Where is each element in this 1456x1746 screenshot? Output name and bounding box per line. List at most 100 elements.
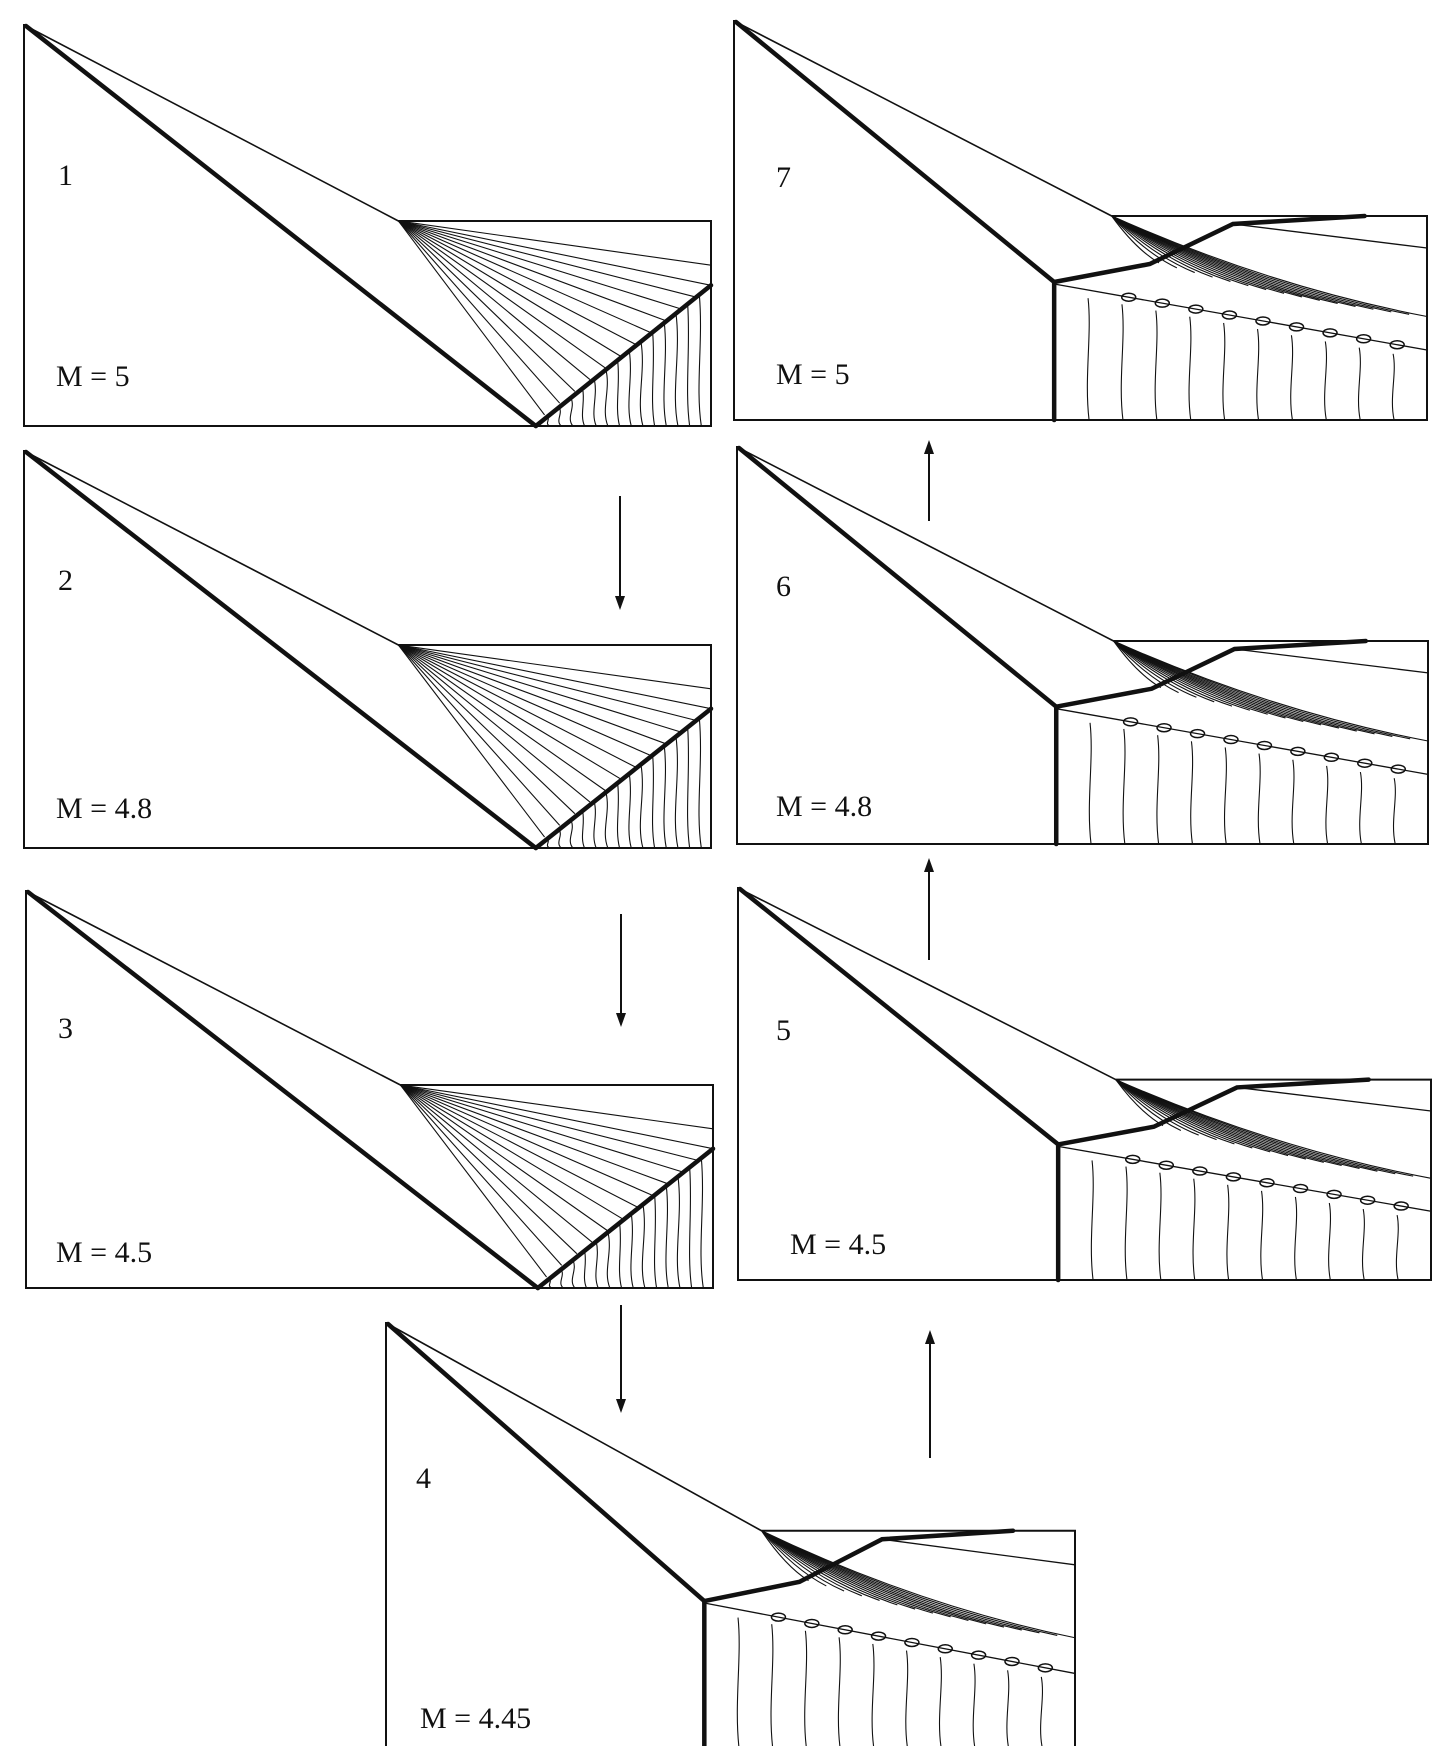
fan-line — [400, 1084, 699, 1161]
fan-line — [1111, 215, 1178, 269]
contour-line — [569, 397, 574, 427]
contour-line — [1324, 341, 1328, 421]
arrow-3-to-4 — [616, 1305, 626, 1413]
fan-line — [761, 1530, 845, 1592]
contour-line — [558, 406, 562, 427]
incident-shock — [23, 449, 539, 851]
contour-line — [616, 782, 621, 849]
contour-line — [628, 350, 632, 427]
contour-line — [583, 1250, 588, 1289]
fan-line — [400, 1084, 683, 1173]
incident-shock — [736, 445, 1059, 709]
expansion-fan — [1113, 640, 1429, 742]
wedge-surface — [25, 451, 399, 646]
contour-line — [1222, 322, 1226, 421]
fan-line — [761, 1530, 863, 1597]
contour-line — [548, 1278, 552, 1289]
mach-number-label: M = 4.8 — [56, 792, 152, 825]
contour-line — [1256, 329, 1260, 421]
contour-line — [1290, 335, 1294, 421]
vortex — [1037, 1663, 1054, 1673]
contour-line — [651, 332, 656, 427]
fan-line — [1113, 640, 1215, 703]
panel-number: 7 — [776, 161, 791, 194]
vortex — [1326, 1189, 1342, 1200]
panel-4: 4M = 4.45 — [385, 1321, 1076, 1746]
fan-line — [1113, 640, 1429, 742]
contour-line — [1294, 1196, 1298, 1281]
fan-line — [398, 220, 576, 392]
contour-line — [700, 1157, 704, 1289]
wedge-surface — [27, 891, 401, 1086]
fan-line — [1115, 1079, 1414, 1177]
panel-7: 7 M = 5 — [733, 19, 1428, 423]
panel-number: 1 — [58, 159, 73, 192]
contour-lines — [546, 717, 702, 849]
vortex — [1359, 1195, 1376, 1205]
arrow-1-to-2 — [615, 496, 625, 610]
fan-line — [1113, 640, 1179, 694]
vortex — [1290, 746, 1306, 757]
vortex — [1221, 310, 1238, 320]
vortex — [1355, 334, 1372, 344]
fan-line — [1111, 215, 1428, 318]
contour-line — [674, 313, 679, 427]
mach-number-label: M = 5 — [56, 360, 130, 393]
vortex — [1357, 758, 1373, 768]
contour-line — [560, 1269, 564, 1289]
panel-6: 6M = 4.8 — [736, 445, 1429, 847]
contour-line — [630, 1213, 634, 1289]
contour-line — [663, 745, 667, 849]
panel-2: 2M = 4.8 — [23, 449, 714, 851]
contour-line — [1325, 765, 1329, 845]
vortex — [1122, 717, 1139, 727]
vortex — [837, 1625, 853, 1635]
contour-line — [546, 838, 550, 849]
secondary-wave — [1232, 223, 1428, 249]
mach-number-label: M = 4.8 — [776, 790, 872, 823]
vortex — [1259, 1177, 1275, 1188]
fan-line — [398, 220, 591, 381]
fan-line — [398, 220, 712, 286]
shear-vortices — [1124, 1154, 1409, 1211]
contour-lines — [1088, 722, 1396, 845]
slip-line — [1056, 708, 1429, 775]
contour-line — [1154, 310, 1158, 421]
vortex — [1390, 764, 1407, 774]
reflected-shock — [535, 1146, 716, 1291]
fan-line — [398, 220, 697, 298]
contour-line — [687, 304, 691, 427]
contour-line — [871, 1643, 875, 1746]
arrow-head — [616, 1013, 626, 1027]
contour-line — [1006, 1670, 1010, 1746]
reflected-shock — [702, 1528, 1016, 1604]
contour-line — [687, 727, 691, 849]
fan-line — [398, 644, 561, 826]
fan-line — [1111, 215, 1213, 278]
vortex — [1393, 1201, 1409, 1211]
contour-line — [1124, 1166, 1128, 1281]
slip-line — [1054, 283, 1428, 351]
fan-line — [398, 644, 591, 803]
contour-line — [1190, 741, 1194, 845]
expansion-fan — [397, 644, 712, 838]
wedge-surface — [738, 447, 1114, 642]
vortex — [1389, 339, 1405, 350]
vortex — [1255, 316, 1271, 326]
contour-line — [938, 1657, 942, 1746]
contour-line — [770, 1624, 774, 1746]
mach-number-label: M = 5 — [776, 358, 850, 391]
expansion-fan — [397, 220, 712, 416]
contour-lines — [736, 1617, 1044, 1746]
contour-line — [639, 341, 644, 427]
incident-shock — [733, 19, 1057, 285]
secondary-wave — [1234, 648, 1429, 674]
mach-number-label: M = 4.5 — [790, 1228, 886, 1261]
expansion-fan — [761, 1530, 1076, 1639]
contour-line — [604, 369, 609, 427]
fan-line — [398, 220, 561, 404]
vortex — [1323, 752, 1340, 763]
wedge-surface — [387, 1323, 762, 1532]
contour-line — [676, 1176, 681, 1289]
